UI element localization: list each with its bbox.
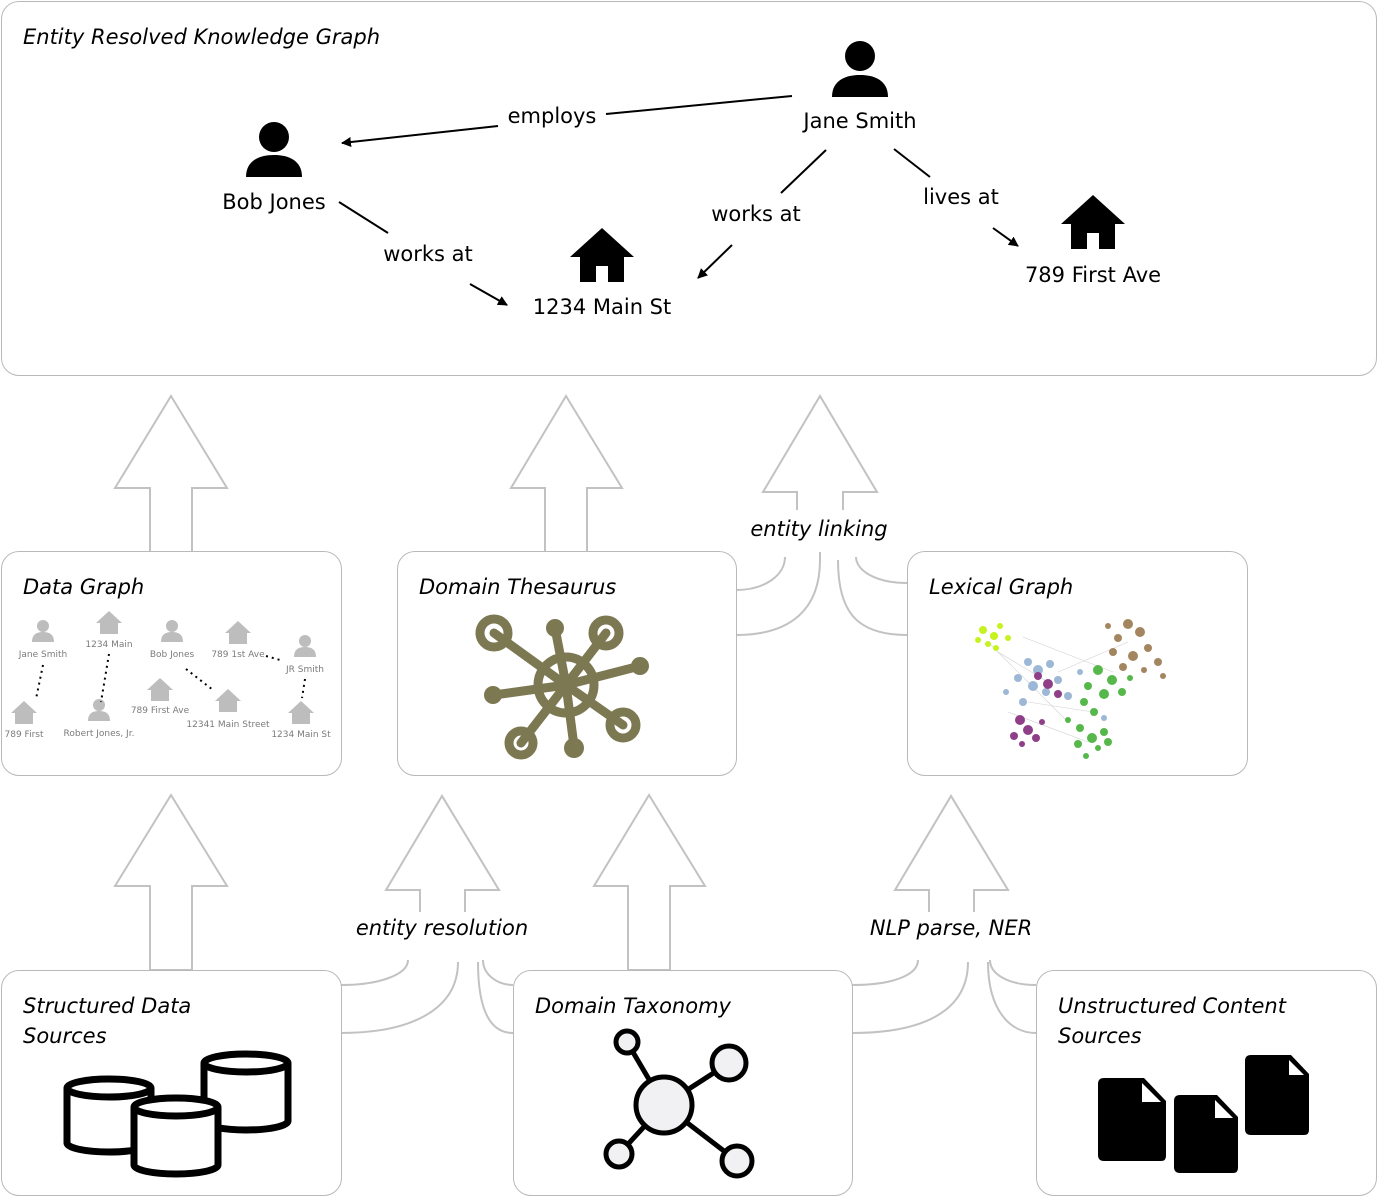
domain-taxonomy-panel: Domain Taxonomy: [513, 970, 853, 1196]
mini-label-1234-main-st: 1234 Main St: [271, 730, 331, 740]
edge-employs-line-b: [341, 125, 499, 147]
flow-label-entity-resolution: entity resolution: [352, 916, 532, 940]
node-jane-smith: Jane Smith: [803, 109, 917, 133]
data-graph-panel: Data Graph Jane Smith 1234 Main Bob Jone…: [1, 551, 342, 776]
knowledge-graph-edges: [246, 41, 1125, 306]
edge-lives-at-line-b: [992, 227, 1019, 247]
lexical-graph-title: Lexical Graph: [929, 575, 1074, 599]
thesaurus-network-icon: [475, 614, 649, 760]
house-icon: [288, 701, 314, 724]
house-icon: [570, 228, 634, 282]
mini-label-789-1st-ave: 789 1st Ave: [211, 650, 265, 660]
mini-label-789-first: 789 First: [4, 730, 44, 740]
arrow-structured-to-data-graph: [113, 793, 229, 971]
node-bob-jones: Bob Jones: [222, 190, 326, 214]
edge-bob-works-at-line-a: [338, 201, 389, 234]
edge-label-lives-at: lives at: [919, 185, 1003, 209]
house-icon: [96, 611, 122, 634]
mini-label-789-first-ave: 789 First Ave: [130, 706, 190, 716]
flow-label-entity-linking: entity linking: [747, 517, 891, 541]
person-icon: [161, 620, 183, 642]
arrow-taxonomy-to-thesaurus: [592, 793, 707, 971]
house-icon: [11, 701, 37, 724]
mini-label-robert-jones: Robert Jones, Jr.: [63, 729, 135, 739]
arrow-data-graph-to-kg: [113, 394, 229, 553]
edge-jane-works-at-line-b: [697, 244, 733, 279]
house-icon: [147, 678, 173, 701]
mini-label-jane-smith: Jane Smith: [18, 650, 68, 660]
edge-label-employs: employs: [503, 104, 601, 128]
edge-jane-works-at-line-a: [780, 149, 827, 194]
unstructured-content-sources-title: Unstructured Content Sources: [1058, 994, 1286, 1048]
person-icon: [832, 41, 888, 97]
person-icon: [32, 620, 54, 642]
lexical-graph-cluster-image: [975, 619, 1166, 759]
house-icon: [1061, 195, 1125, 249]
person-icon: [294, 635, 316, 657]
document-icon: [1098, 1055, 1309, 1173]
flow-label-nlp-parse: NLP parse, NER: [866, 916, 1036, 940]
mini-label-1234-main: 1234 Main: [85, 640, 133, 650]
person-icon: [246, 122, 302, 177]
edge-label-bob-works-at: works at: [379, 242, 477, 266]
lexical-graph-panel: Lexical Graph: [907, 551, 1248, 776]
person-icon: [88, 699, 110, 721]
house-icon: [225, 621, 251, 644]
knowledge-graph-panel: Entity Resolved Knowledge Graph: [1, 1, 1377, 376]
mini-label-bob-jones: Bob Jones: [149, 650, 195, 660]
taxonomy-network-icon: [603, 1028, 755, 1179]
structured-data-sources-panel: Structured Data Sources: [1, 970, 342, 1196]
database-icon: [63, 1050, 292, 1178]
structured-data-sources-title: Structured Data Sources: [23, 994, 192, 1048]
node-1234-main-st: 1234 Main St: [532, 295, 672, 319]
arrow-thesaurus-to-kg: [509, 394, 624, 553]
house-icon: [215, 689, 241, 712]
merge-arrow-entity-linking: [735, 394, 908, 636]
domain-taxonomy-title: Domain Taxonomy: [535, 994, 731, 1018]
data-graph-title: Data Graph: [23, 575, 145, 599]
mini-label-jr-smith: JR Smith: [286, 665, 324, 675]
mini-label-12341-main-street: 12341 Main Street: [186, 720, 270, 730]
unstructured-content-sources-panel: Unstructured Content Sources: [1036, 970, 1377, 1196]
merge-arrow-nlp: [851, 794, 1037, 1034]
edge-bob-works-at-line-b: [469, 283, 508, 306]
edge-label-jane-works-at: works at: [707, 202, 805, 226]
domain-thesaurus-panel: Domain Thesaurus: [397, 551, 737, 776]
merge-arrow-entity-resolution: [340, 794, 514, 1034]
edge-employs-line-a: [605, 95, 793, 115]
edge-lives-at-line-a: [893, 148, 931, 178]
domain-thesaurus-title: Domain Thesaurus: [419, 575, 617, 599]
data-graph-mini-icons: [11, 611, 316, 724]
node-789-first-ave: 789 First Ave: [1024, 263, 1162, 287]
knowledge-graph-title: Entity Resolved Knowledge Graph: [23, 25, 380, 49]
